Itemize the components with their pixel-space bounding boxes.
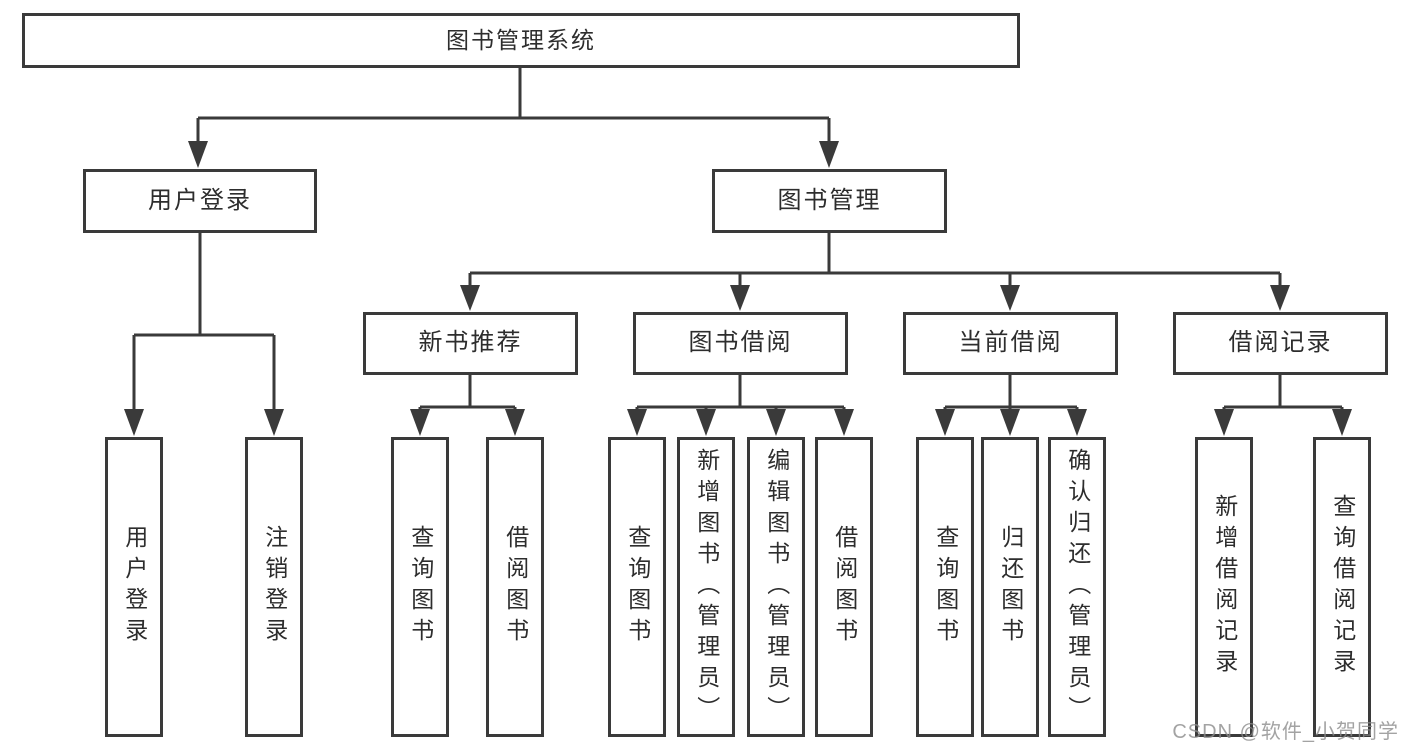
arrowhead — [1000, 409, 1020, 436]
leaf-label: 归还图书 — [997, 525, 1024, 649]
watermark-text: CSDN @软件_小贺同学 — [1172, 721, 1399, 743]
leaf-query-books-newrec: 查询图书 — [391, 437, 449, 737]
arrowhead — [460, 285, 480, 311]
leaf-label: 确认归还（管理员） — [1064, 447, 1091, 727]
arrowhead — [819, 141, 839, 168]
arrowheads — [124, 141, 1352, 436]
leaf-label: 借阅图书 — [502, 525, 529, 649]
leaf-label: 注销登录 — [261, 525, 288, 649]
leaf-logout: 注销登录 — [245, 437, 303, 737]
leaf-return-books: 归还图书 — [981, 437, 1039, 737]
edge-current-trunk — [943, 375, 1079, 410]
arrowhead — [766, 409, 786, 436]
arrowhead — [410, 409, 430, 436]
arrowhead — [1214, 409, 1234, 436]
leaf-label: 编辑图书（管理员） — [763, 447, 790, 727]
arrowhead — [696, 409, 716, 436]
leaf-query-borrow-record: 查询借阅记录 — [1313, 437, 1371, 737]
leaf-label: 新增借阅记录 — [1211, 494, 1238, 680]
leaf-label: 查询图书 — [407, 525, 434, 649]
arrowhead — [124, 409, 144, 436]
arrowhead — [1000, 285, 1020, 311]
arrowhead — [264, 409, 284, 436]
edge-user-login-trunk — [132, 233, 276, 410]
node-book-management: 图书管理 — [712, 169, 947, 233]
arrowhead — [1067, 409, 1087, 436]
leaf-label: 借阅图书 — [831, 525, 858, 649]
edge-borrowing-trunk — [635, 375, 846, 410]
leaf-label: 查询图书 — [624, 525, 651, 649]
edge-book-mgmt-trunk — [468, 233, 1282, 286]
leaf-add-book-admin: 新增图书（管理员） — [677, 437, 735, 737]
leaf-label: 新增图书（管理员） — [693, 447, 720, 727]
arrowhead — [627, 409, 647, 436]
node-root-system: 图书管理系统 — [22, 13, 1020, 68]
leaf-query-books-current: 查询图书 — [916, 437, 974, 737]
leaf-confirm-return-admin: 确认归还（管理员） — [1048, 437, 1106, 737]
edge-new-books-trunk — [418, 375, 517, 410]
node-new-book-recommend: 新书推荐 — [363, 312, 578, 375]
arrowhead — [730, 285, 750, 311]
node-book-borrowing: 图书借阅 — [633, 312, 848, 375]
arrowhead — [834, 409, 854, 436]
arrowhead — [505, 409, 525, 436]
leaf-label: 用户登录 — [121, 525, 148, 649]
node-current-borrowing: 当前借阅 — [903, 312, 1118, 375]
leaf-edit-book-admin: 编辑图书（管理员） — [747, 437, 805, 737]
leaf-query-books-borrowing: 查询图书 — [608, 437, 666, 737]
leaf-borrow-books-newrec: 借阅图书 — [486, 437, 544, 737]
arrowhead — [1270, 285, 1290, 311]
arrowhead — [935, 409, 955, 436]
node-borrowing-records: 借阅记录 — [1173, 312, 1388, 375]
leaf-borrow-books-borrowing: 借阅图书 — [815, 437, 873, 737]
edge-root-trunk — [196, 68, 831, 142]
leaf-user-login: 用户登录 — [105, 437, 163, 737]
leaf-add-borrow-record: 新增借阅记录 — [1195, 437, 1253, 737]
arrowhead — [1332, 409, 1352, 436]
leaf-label: 查询图书 — [932, 525, 959, 649]
node-user-login: 用户登录 — [83, 169, 317, 233]
arrowhead — [188, 141, 208, 168]
edge-records-trunk — [1222, 375, 1344, 410]
leaf-label: 查询借阅记录 — [1329, 494, 1356, 680]
